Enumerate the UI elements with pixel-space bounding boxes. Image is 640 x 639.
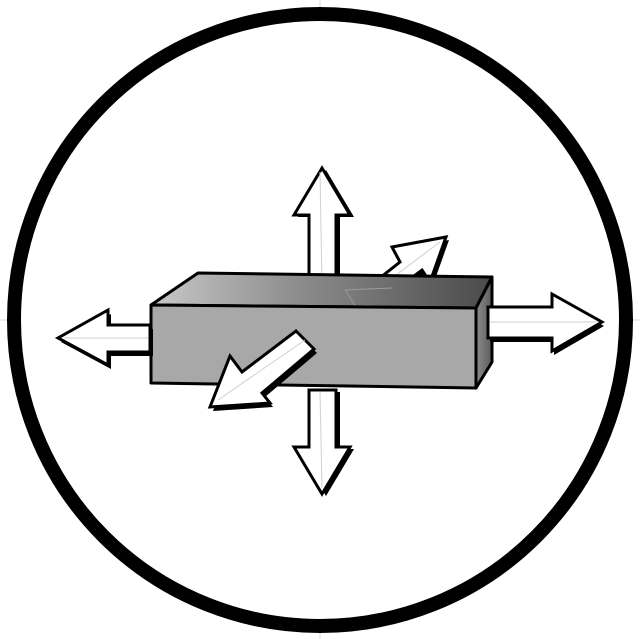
arrow-down-icon (291, 388, 354, 497)
arrow-right-icon (486, 291, 606, 355)
arrow-left-icon (54, 307, 153, 369)
arrow-front-diagonal-icon (207, 329, 317, 411)
arrow-up-icon (291, 165, 354, 287)
outer-ring (7, 7, 633, 633)
box-top-face (149, 271, 494, 310)
